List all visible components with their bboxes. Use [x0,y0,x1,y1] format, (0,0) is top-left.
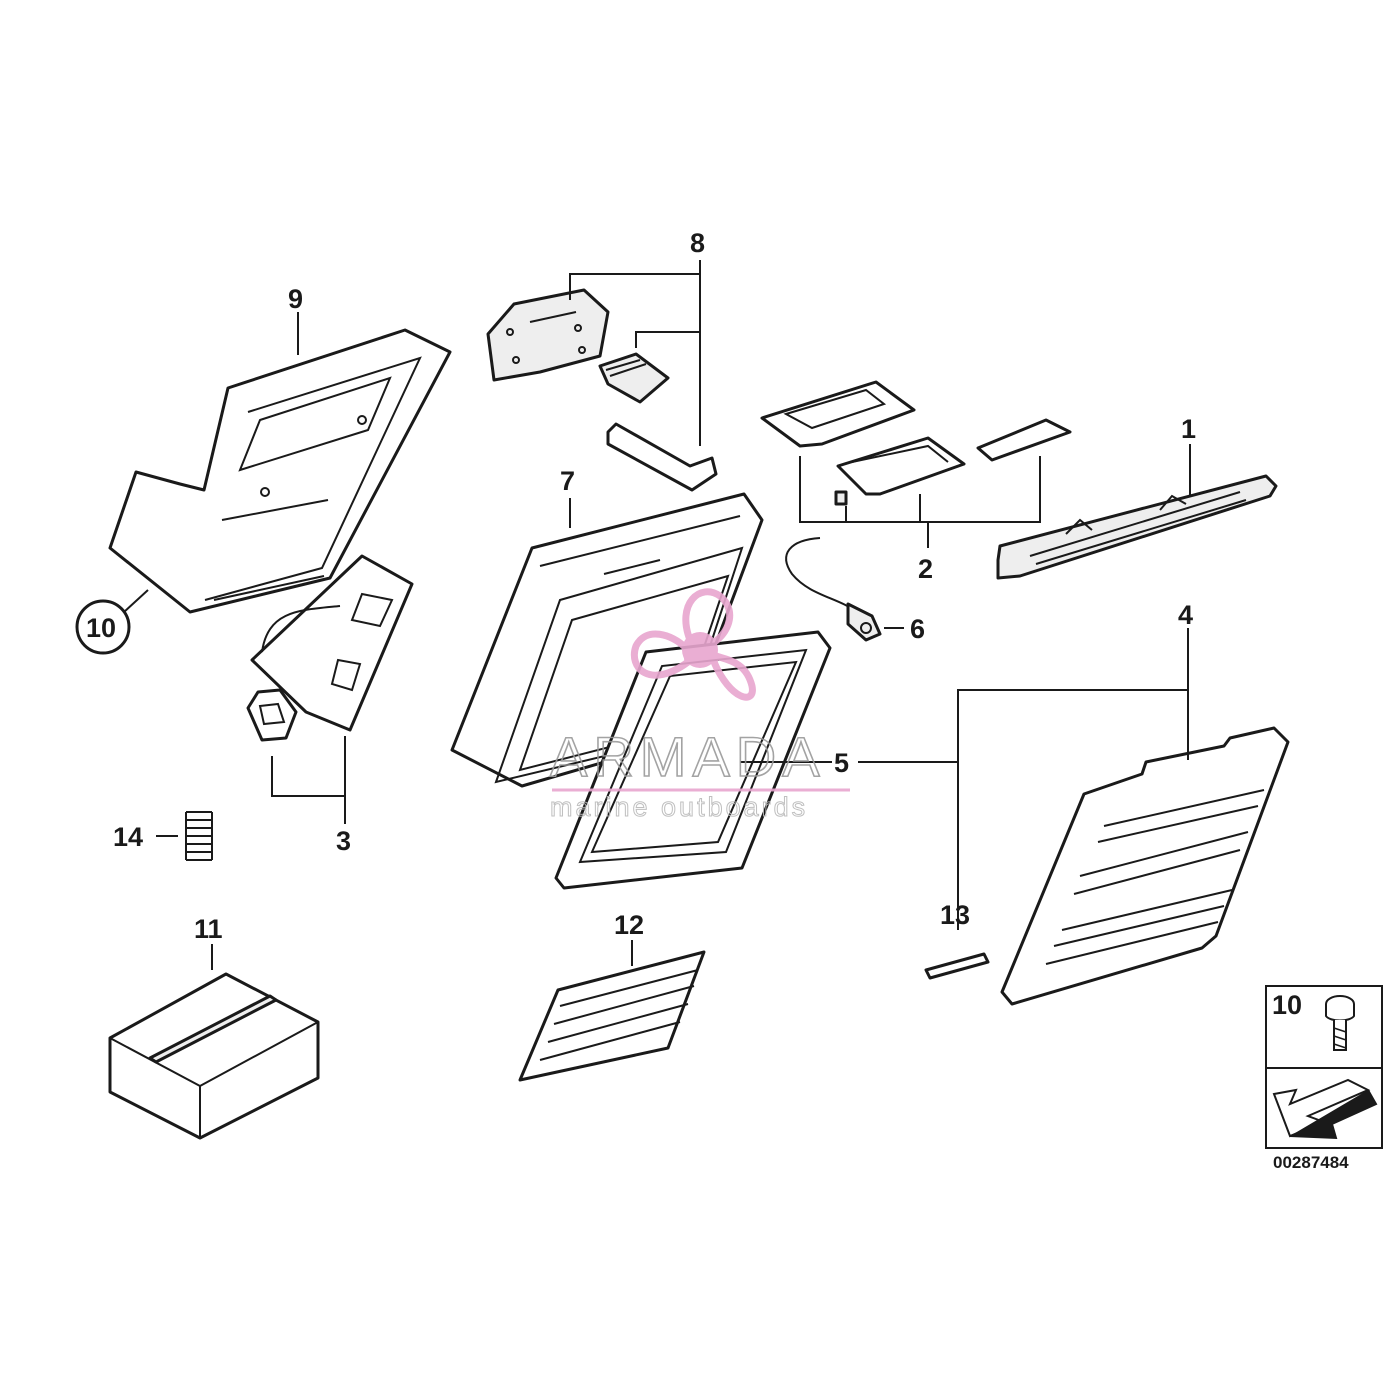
callout-10: 10 [86,613,116,643]
part-4-lid [1000,726,1290,1006]
watermark-tagline: marine outboards [550,792,808,822]
part-6-cable [785,537,882,642]
part-8-hinge-set [486,288,718,492]
part-9-glovebox-housing [108,328,452,614]
callout-14: 14 [113,822,143,852]
part-2-cover-plates [760,380,1072,506]
leader-2 [799,456,1041,548]
document-number: 00287484 [1273,1153,1349,1172]
part-1-rail [996,474,1278,580]
callout-12: 12 [614,910,644,940]
callout-4: 4 [1178,600,1193,630]
leader-10 [123,589,149,613]
callout-7: 7 [560,466,575,496]
callout-11: 11 [194,914,223,944]
part-14-spring [185,811,213,861]
leader-8 [569,260,701,446]
leader-3 [271,736,346,824]
callout-6: 6 [910,614,925,644]
part-3-lock-mechanism [246,554,414,742]
watermark-brand: ARMADA [550,725,826,788]
part-13-pin [924,952,990,980]
callout-3: 3 [336,826,351,856]
bolt-icon [1325,995,1355,1051]
propeller-logo [631,588,756,701]
callout-9: 9 [288,284,303,314]
legend-box: 10 [1265,985,1383,1149]
armada-watermark: ARMADA marine outboards [549,588,850,823]
callout-2: 2 [918,554,933,584]
callout-5: 5 [834,748,849,778]
callout-10-circle [75,599,131,655]
callout-8: 8 [690,228,705,258]
callout-13: 13 [940,900,970,930]
legend-part-number: 10 [1272,990,1302,1020]
part-11-box [108,972,320,1140]
callout-1: 1 [1181,414,1196,444]
direction-arrow-icon [1272,1078,1378,1140]
part-5-seal [554,630,832,890]
part-12-label [518,950,706,1082]
leader-5 [740,689,1188,930]
